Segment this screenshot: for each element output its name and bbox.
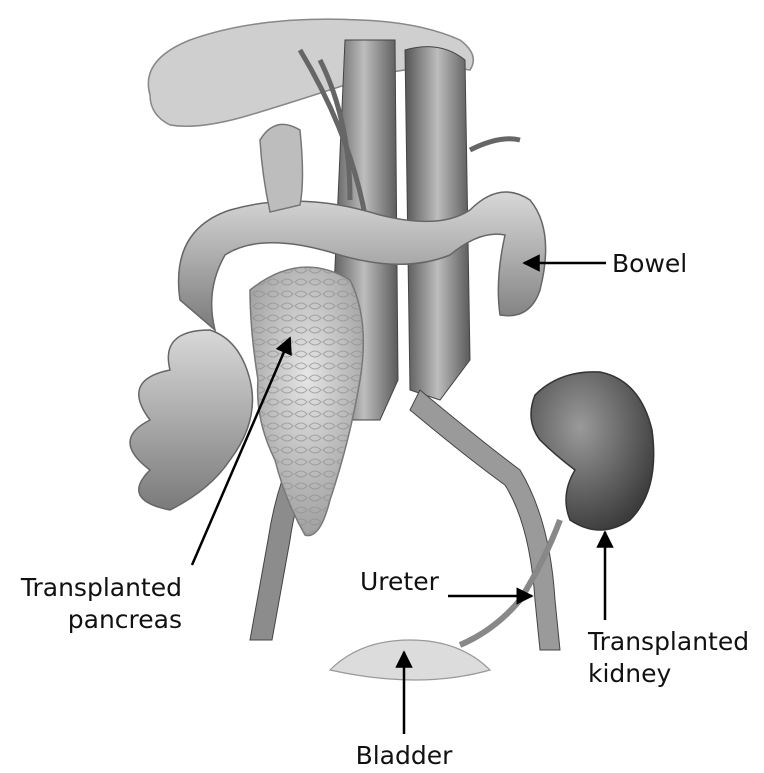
bowel-label: Bowel	[612, 249, 687, 278]
pancreas-label-line1: Transplanted	[20, 573, 182, 602]
bladder-organ	[330, 640, 490, 680]
kidney-graft	[531, 372, 654, 530]
small-bowel-loops	[130, 330, 253, 510]
bowel-upper-loop	[260, 124, 303, 212]
pancreas-texture	[250, 267, 363, 535]
kidney-label-line1: Transplanted	[587, 627, 749, 656]
pancreas-label-line2: pancreas	[68, 605, 182, 634]
kidney-label-line2: kidney	[588, 659, 672, 688]
bladder-label: Bladder	[356, 741, 454, 770]
ureter-label: Ureter	[360, 567, 440, 596]
